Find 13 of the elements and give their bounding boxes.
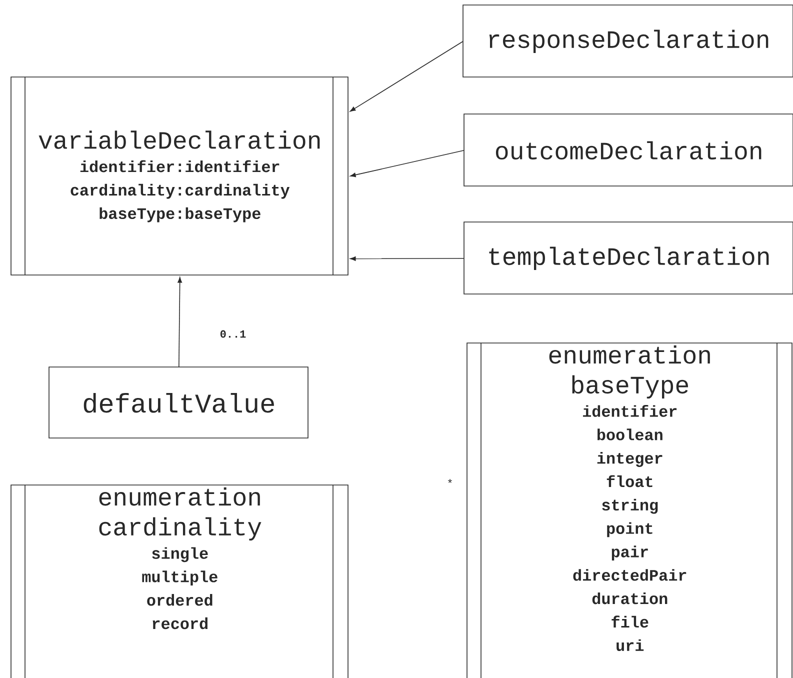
arrow — [350, 256, 464, 261]
box: responseDeclaration — [462, 4, 793, 78]
class-box: variableDeclaration identifier:identifier cardinality:cardinality baseType:baseType — [10, 76, 348, 276]
multiplicity-label: 0..1 — [220, 330, 246, 338]
class-box: enumeration cardinality single multiple ordered record — [10, 484, 348, 678]
box: outcomeDeclaration — [464, 114, 793, 186]
box: templateDeclaration — [464, 222, 793, 294]
arrow — [350, 150, 464, 178]
arrow — [350, 41, 464, 112]
class-box: enumeration baseType identifier boolean integer float string point pair directedPair duration file uri — [466, 342, 792, 678]
arrow — [178, 277, 182, 368]
box: defaultValue — [48, 366, 308, 438]
multiplicity-label: * — [448, 479, 452, 483]
